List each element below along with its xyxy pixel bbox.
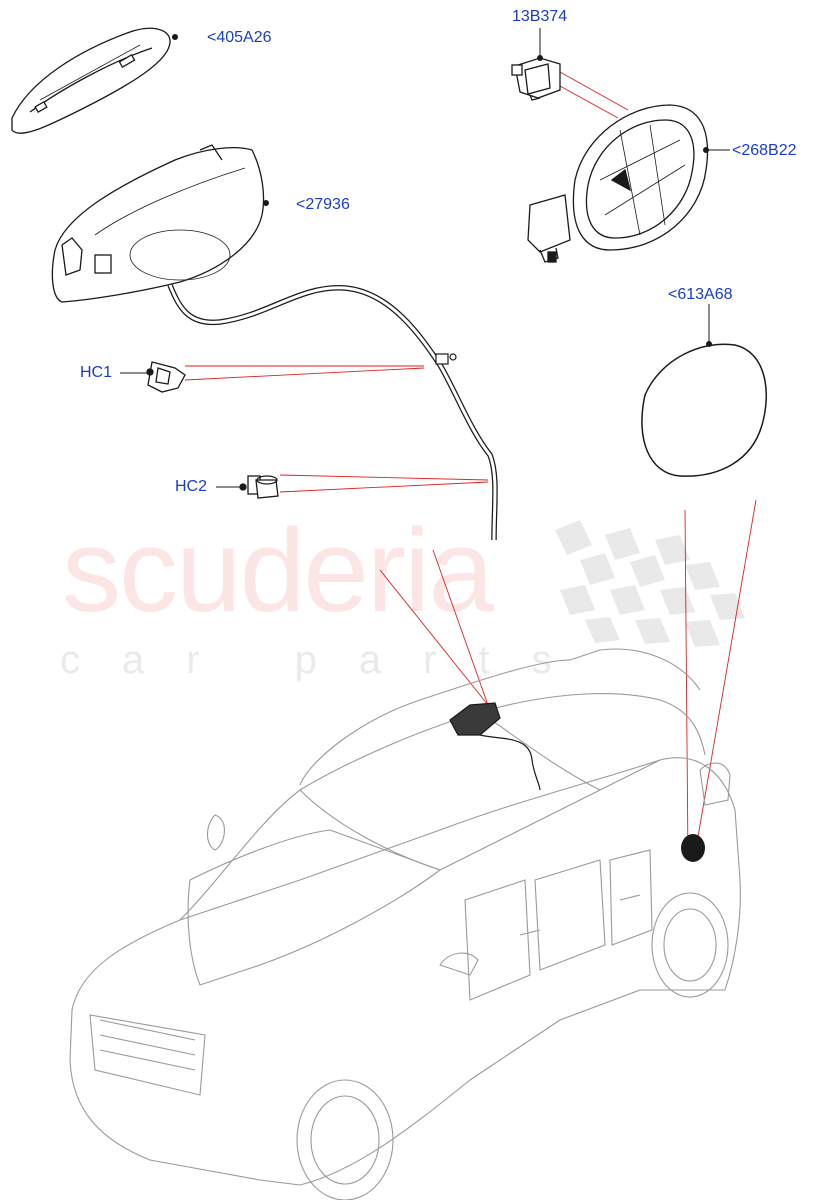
callout-label-27936: <27936 [296,196,350,213]
leader-lines [184,71,757,861]
checkered-flag-watermark [555,520,745,647]
callout-label-HC1: HC1 [80,364,113,381]
hose-clip-on-hose [435,353,457,365]
installed-assembly [449,702,541,791]
callout-label-HC2: HC2 [175,478,208,495]
vehicle-fuel-flap [681,834,705,862]
callout-dot-613A68 [706,341,712,347]
vehicle-outline [69,648,741,1200]
part-268B22-flap-housing [527,104,709,263]
part-HC2-clip [239,475,279,499]
part-405A26-flap-trim [11,27,171,134]
watermark-brand: scuderia [62,505,494,637]
part-27936-filler-housing [51,144,265,303]
part-613A68-seal [641,343,768,477]
part-HC1-clip [146,361,186,393]
callout-label-405A26: <405A26 [207,29,272,46]
callout-dot-405A26 [172,34,178,40]
drain-hose-inner [168,284,497,541]
callout-dot-13B374 [537,55,543,61]
callout-label-613A68: <613A68 [668,286,733,303]
part-13B374-actuator [511,57,561,101]
callout-dot-268B22 [703,147,709,153]
callout-label-268B22: <268B22 [732,142,797,159]
watermark-tagline: car parts [60,638,594,682]
callout-dot-27936 [263,200,269,206]
callout-label-13B374: 13B374 [512,8,568,25]
